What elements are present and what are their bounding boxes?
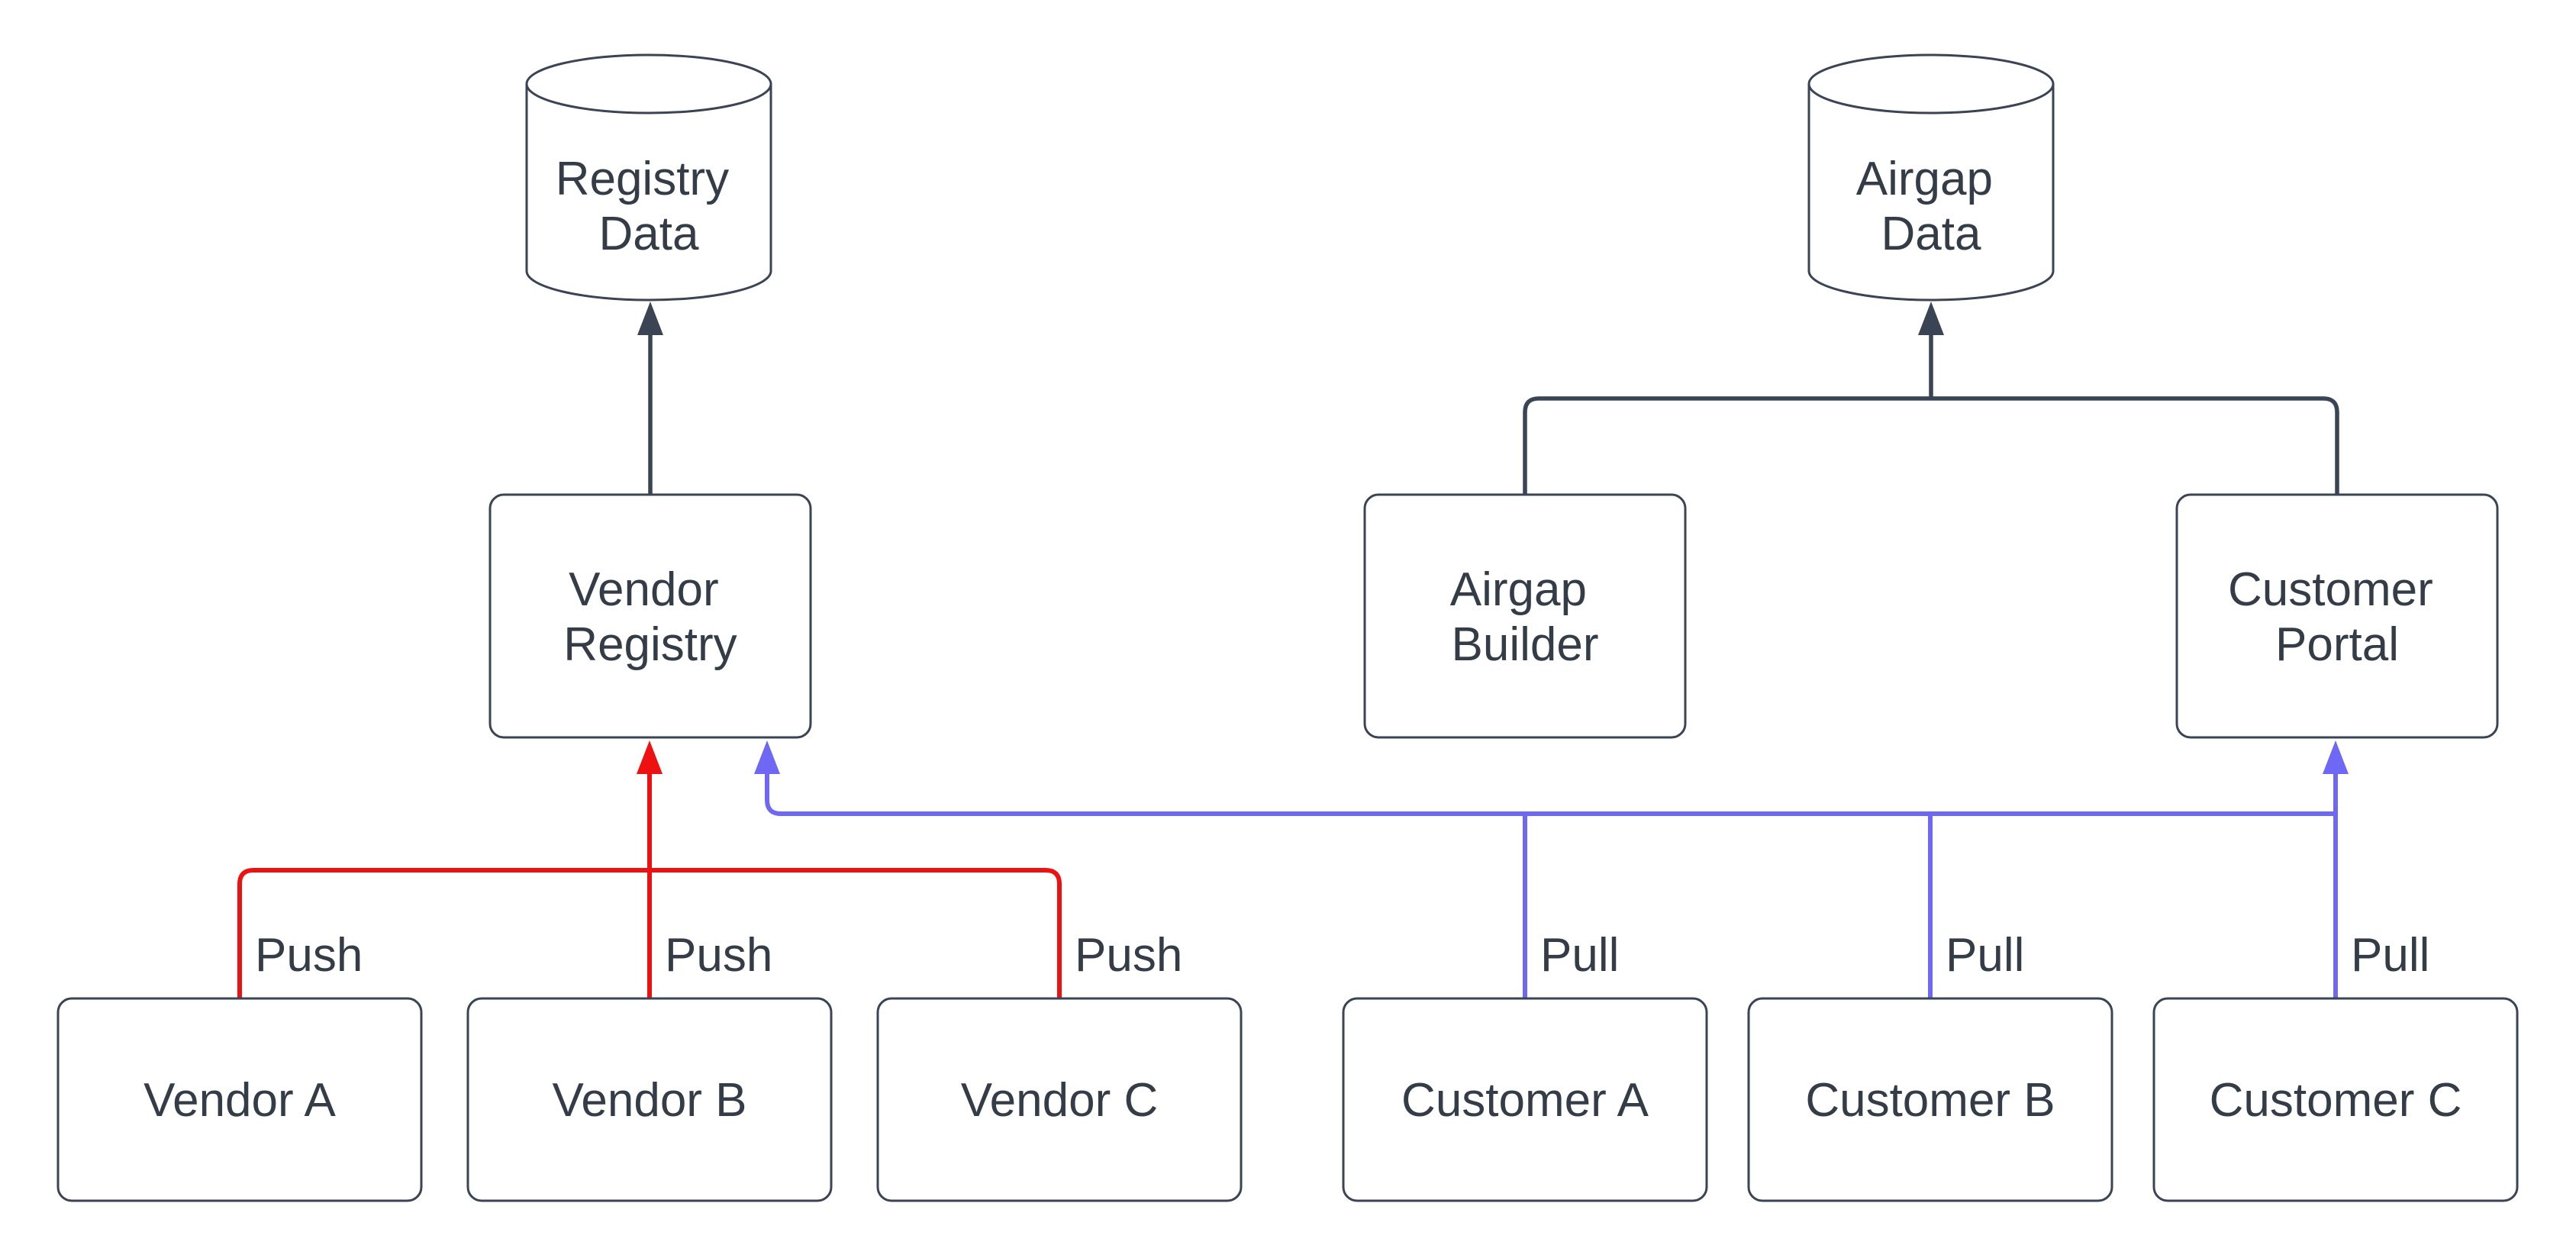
vendor-a-node: Vendor A	[56, 997, 423, 1202]
customer-b-node: Customer B	[1747, 997, 2113, 1202]
vendor-c-label: Vendor C	[961, 1074, 1159, 1127]
edges-layer	[237, 302, 2349, 998]
edge-builder-portal-merge	[1523, 396, 2339, 495]
customer-a-node: Customer A	[1342, 997, 1708, 1202]
registry-data-cylinder-body	[525, 84, 772, 302]
customer-c-node: Customer C	[2152, 997, 2519, 1202]
customer-portal-label: Customer Portal	[2228, 563, 2446, 671]
customer-a-label: Customer A	[1401, 1074, 1649, 1127]
customer-b-box	[1747, 997, 2113, 1202]
airgap-data-cylinder-top	[1807, 53, 2055, 115]
customer-portal-node: Customer Portal	[2175, 493, 2499, 739]
customer-c-box	[2152, 997, 2519, 1202]
vendor-b-node: Vendor B	[466, 997, 833, 1202]
vendor-c-node: Vendor C	[876, 997, 1243, 1202]
edge-labels-layer: Push Push Push Pull Pull Pull	[255, 929, 2429, 982]
customer-a-box	[1342, 997, 1708, 1202]
registry-data-label: Registry Data	[556, 153, 743, 260]
vendor-c-box	[876, 997, 1243, 1202]
vendor-a-label: Vendor A	[143, 1074, 336, 1127]
push-label-vendor-c: Push	[1075, 929, 1182, 982]
arrowhead-push-vendor-registry	[637, 740, 663, 774]
registry-data-cylinder-top	[525, 53, 772, 115]
vendor-b-label: Vendor B	[552, 1074, 746, 1127]
arrowhead-airgap-data	[1918, 302, 1944, 335]
pull-label-customer-b: Pull	[1946, 929, 2024, 982]
customer-c-label: Customer C	[2210, 1074, 2462, 1127]
vendor-a-box	[56, 997, 423, 1202]
arrowhead-registry-data	[637, 302, 663, 335]
vendor-registry-box	[488, 493, 812, 739]
edge-customer-pull-bus	[765, 773, 2336, 816]
registry-data-datastore: Registry Data	[525, 53, 772, 302]
vendor-registry-node: Vendor Registry	[488, 493, 812, 739]
push-label-vendor-b: Push	[665, 929, 772, 982]
airgap-builder-node: Airgap Builder	[1363, 493, 1687, 739]
pull-label-customer-a: Pull	[1540, 929, 1619, 982]
pull-label-customer-c: Pull	[2351, 929, 2429, 982]
push-label-vendor-a: Push	[255, 929, 363, 982]
airgap-data-datastore: Airgap Data	[1807, 53, 2055, 302]
arrowhead-pull-vendor-registry	[754, 740, 780, 774]
arrowhead-pull-customer-portal	[2323, 740, 2349, 774]
vendor-registry-label: Vendor Registry	[563, 563, 737, 671]
customer-b-label: Customer B	[1805, 1074, 2055, 1127]
airgap-builder-label: Airgap Builder	[1450, 563, 1600, 671]
airgap-data-cylinder-body	[1807, 84, 2055, 302]
vendor-b-box	[466, 997, 833, 1202]
airgap-data-label: Airgap Data	[1856, 153, 2006, 260]
airgap-builder-box	[1363, 493, 1687, 739]
customer-portal-box	[2175, 493, 2499, 739]
